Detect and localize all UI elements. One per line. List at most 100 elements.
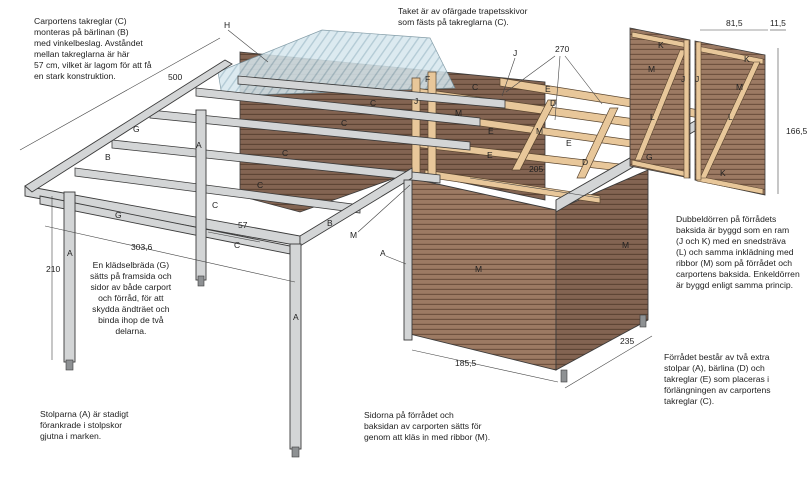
note-shed-line-3: takreglar (E) som placeras i: [664, 374, 770, 384]
dim-line-235: [564, 335, 653, 389]
leader-M-back: [357, 184, 411, 233]
dim-185: 185,5: [455, 358, 477, 368]
note-fascia-line-7: delarna.: [115, 326, 147, 336]
label-E-3: E: [566, 138, 572, 148]
dimension-lines: [19, 29, 786, 389]
label-M-side: M: [622, 240, 629, 250]
dim-81: 81,5: [726, 18, 743, 28]
note-doors-line-7: är byggd enligt samma princip.: [676, 280, 794, 290]
note-rafters: Carportens takreglar (C) monteras på bär…: [34, 16, 152, 82]
dim-line-303: [44, 225, 296, 283]
label-M-back: M: [350, 230, 357, 240]
label-C-6: C: [234, 240, 240, 250]
label-E-1: E: [545, 84, 551, 94]
note-roof-line-1: Taket är av ofärgade trapetsskivor: [398, 6, 528, 16]
door-stile-J-right: [695, 41, 702, 181]
dim-166: 166,5: [786, 126, 808, 136]
post-shoe-3: [197, 275, 205, 287]
beam-B: [39, 195, 291, 255]
door-stile-J-left: [683, 39, 690, 179]
cross-block-1: [511, 99, 557, 171]
note-doors-line-1: Dubbeldörren på förrådets: [676, 214, 777, 224]
note-posts-line-1: Stolparna (A) är stadigt: [40, 409, 129, 419]
label-M-door-left: M: [648, 64, 655, 74]
note-posts-line-3: gjutna i marken.: [40, 431, 102, 441]
leader-270-b: [564, 55, 603, 105]
label-C-1: C: [370, 98, 376, 108]
note-walls-line-3: genom att kläs in med ribbor (M).: [364, 432, 491, 442]
note-fascia-line-6: binda ihop de två: [98, 315, 164, 325]
rafter-C-1: [237, 75, 506, 109]
dim-270: 270: [555, 44, 569, 54]
note-fascia-line-2: sätts på framsida och: [90, 271, 172, 281]
note-rafters-line-3: med vinkelbeslag. Avståndet: [34, 38, 143, 48]
label-J-2: J: [414, 96, 418, 106]
note-doors-line-6: carportens baksida. Enkeldörren: [676, 269, 800, 279]
label-M-2: M: [455, 108, 462, 118]
post-shoe-5: [639, 314, 647, 328]
double-door: [629, 27, 766, 196]
label-G-left: G: [133, 124, 140, 134]
note-fascia-line-3: sidor av både carport: [90, 282, 172, 292]
label-B: B: [105, 152, 111, 162]
label-F: F: [425, 74, 430, 84]
note-rafters-line-2: monteras på bärlinan (B): [34, 27, 129, 37]
rafter-C-2: [195, 87, 481, 127]
dim-line-500: [19, 37, 221, 151]
dim-500: 500: [168, 72, 182, 82]
note-walls: Sidorna på förrådet och baksidan av carp…: [364, 410, 490, 443]
label-J-door-1: J: [681, 74, 685, 84]
cross-block-2: [576, 107, 619, 179]
note-shed: Förrådet består av två extra stolpar (A)…: [664, 352, 771, 407]
label-K-3: K: [720, 168, 726, 178]
note-doors-line-5: ribbor (M) som på förrådet och: [676, 258, 793, 268]
label-H: H: [224, 20, 230, 30]
leader-A-shed: [385, 255, 407, 265]
dim-235: 235: [620, 336, 634, 346]
note-posts-line-2: förankrade i stolpskor: [40, 420, 123, 430]
label-A-back: A: [196, 140, 202, 150]
dim-57: 57: [238, 220, 248, 230]
note-fascia-line-1: En klädselbräda (G): [92, 260, 170, 270]
note-rafters-line-1: Carportens takreglar (C): [34, 16, 127, 26]
note-walls-line-2: baksidan av carporten sätts för: [364, 421, 482, 431]
note-shed-line-5: takreglar (C).: [664, 396, 715, 406]
note-walls-line-1: Sidorna på förrådet och: [364, 410, 454, 420]
dimension-labels: 500 303,6 210 57 270 205 185,5 235 81,5 …: [46, 18, 808, 368]
label-J-door-2: J: [695, 74, 699, 84]
label-C-7: C: [472, 82, 478, 92]
note-fascia: En klädselbräda (G) sätts på framsida oc…: [90, 260, 172, 337]
dim-210: 210: [46, 264, 60, 274]
carport-posts: [63, 109, 413, 450]
label-D-1: D: [550, 98, 556, 108]
label-C-4: C: [257, 180, 263, 190]
note-doors-line-3: (J och K) med en snedsträva: [676, 236, 786, 246]
note-doors-line-4: (L) och samma inklädning med: [676, 247, 794, 257]
post-shoe-4: [560, 369, 568, 383]
label-J-1: J: [513, 48, 517, 58]
note-shed-line-1: Förrådet består av två extra: [664, 352, 770, 362]
label-A-front-right: A: [293, 312, 299, 322]
label-A-shed: A: [380, 248, 386, 258]
carport-rafters: [74, 75, 506, 214]
post-shoe-2: [291, 446, 300, 458]
note-doors-line-2: baksida är byggd som en ram: [676, 225, 790, 235]
note-roof-line-2: som fästs på takreglarna (C).: [398, 17, 509, 27]
label-B-right: B: [327, 218, 333, 228]
post-shoes: [65, 275, 647, 458]
note-doors: Dubbeldörren på förrådets baksida är byg…: [676, 214, 800, 291]
leader-270-c: [554, 55, 561, 121]
label-L-left: L: [650, 112, 655, 122]
label-K-2: K: [744, 54, 750, 64]
leader-H: [227, 29, 269, 63]
note-posts: Stolparna (A) är stadigt förankrade i st…: [40, 409, 128, 442]
dim-11: 11,5: [770, 18, 786, 28]
label-K-1: K: [658, 40, 664, 50]
dim-line-205: [469, 177, 601, 199]
note-fascia-line-5: skydda ändträet och: [92, 304, 170, 314]
post-A-back-left: [195, 109, 207, 281]
shed-post-F: [427, 71, 437, 179]
label-C-5: C: [212, 200, 218, 210]
